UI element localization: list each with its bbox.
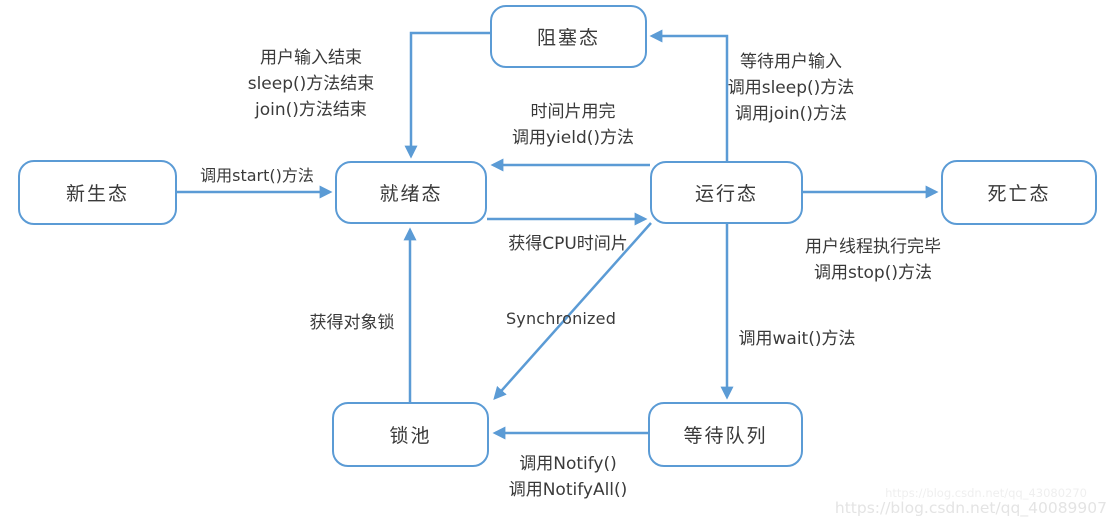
edge-label-line: 调用Notify() — [519, 454, 617, 474]
node-lock-pool: 锁池 — [332, 402, 489, 467]
node-new: 新生态 — [18, 160, 177, 225]
node-blocked: 阻塞态 — [490, 5, 647, 68]
node-running: 运行态 — [650, 161, 803, 224]
edge-label-line: 等待用户输入 — [740, 52, 842, 72]
edge-label-line: sleep()方法结束 — [247, 74, 375, 94]
edge-label-line: 调用NotifyAll() — [508, 480, 628, 500]
edge-label-line: 调用wait()方法 — [738, 329, 856, 349]
edge-label-running-to-lock-pool: Synchronized — [506, 306, 616, 332]
node-wait-queue: 等待队列 — [648, 402, 803, 467]
edge-label-blocked-to-ready: 用户输入结束 sleep()方法结束 join()方法结束 — [248, 45, 375, 123]
edge-label-line: 时间片用完 — [530, 102, 616, 122]
edge-label-line: 调用stop()方法 — [814, 263, 932, 283]
edge-label-running-to-dead: 用户线程执行完毕 调用stop()方法 — [805, 234, 941, 286]
edge-label-running-to-ready: 时间片用完 调用yield()方法 — [512, 99, 634, 151]
edge-label-lock-pool-to-ready: 获得对象锁 — [310, 310, 395, 336]
node-dead: 死亡态 — [941, 160, 1097, 225]
arrow-running-to-blocked — [649, 29, 729, 161]
edge-label-line: 调用yield()方法 — [511, 128, 635, 148]
edge-label-line: 调用join()方法 — [735, 104, 847, 124]
edge-label-ready-to-running: 获得CPU时间片 — [508, 231, 628, 257]
watermark-url-small: https://blog.csdn.net/qq_43080270 — [885, 486, 1087, 500]
arrow-running-to-lock-pool — [493, 222, 652, 400]
edge-label-line: 调用sleep()方法 — [727, 78, 855, 98]
edge-label-line: Synchronized — [505, 309, 617, 328]
watermark-url-large: https://blog.csdn.net/qq_40089907 — [834, 499, 1107, 517]
edge-label-line: 获得对象锁 — [309, 313, 395, 333]
edge-label-running-to-wait-queue: 调用wait()方法 — [739, 326, 856, 352]
arrow-blocked-to-ready — [404, 31, 490, 159]
node-ready: 就绪态 — [335, 161, 487, 224]
edge-label-line: 用户线程执行完毕 — [805, 237, 941, 257]
edge-label-wait-queue-to-lock-pool: 调用Notify() 调用NotifyAll() — [509, 451, 628, 503]
edge-label-line: 获得CPU时间片 — [508, 234, 628, 254]
edge-label-line: join()方法结束 — [255, 100, 367, 120]
edge-label-running-to-blocked: 等待用户输入 调用sleep()方法 调用join()方法 — [728, 49, 855, 127]
edge-label-line: 调用start()方法 — [200, 166, 314, 185]
edge-label-new-to-ready: 调用start()方法 — [200, 163, 314, 189]
edge-label-line: 用户输入结束 — [260, 48, 362, 68]
